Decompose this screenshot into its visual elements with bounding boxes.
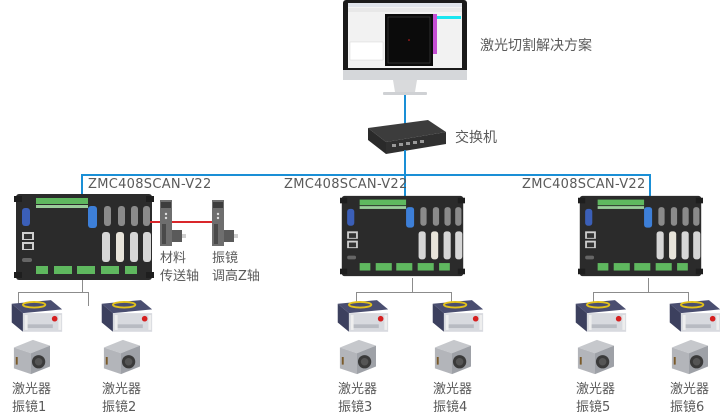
galvo-scanner-icon xyxy=(100,338,142,376)
laser-link-line xyxy=(688,292,689,306)
galvo-scanner-icon xyxy=(10,338,52,376)
network-switch xyxy=(366,118,448,158)
axis-label: 振镜 调高Z轴 xyxy=(212,251,260,284)
laser-link-line xyxy=(451,292,452,306)
axis-link-line xyxy=(150,221,220,223)
fiber-laser-icon xyxy=(666,296,720,334)
controller-model-label: ZMC408SCAN-V22 xyxy=(284,177,408,192)
laser-link-line xyxy=(82,280,83,292)
fiber-laser-icon xyxy=(98,296,154,334)
laser-link-line xyxy=(593,292,594,306)
bus-drop-3 xyxy=(649,174,651,196)
pc-monitor xyxy=(343,0,467,110)
laser-galvo-label: 激光器振镜1 xyxy=(12,382,52,415)
laser-link-line xyxy=(88,292,89,306)
fiber-laser-icon xyxy=(334,296,390,334)
laser-link-line xyxy=(412,278,413,292)
laser-galvo-label: 激光器振镜3 xyxy=(338,382,378,415)
monitor-to-switch-line xyxy=(404,95,406,125)
controller-model-label: ZMC408SCAN-V22 xyxy=(88,177,212,192)
galvo-scanner-icon xyxy=(668,338,710,376)
laser-link-line xyxy=(648,278,649,292)
solution-title: 激光切割解决方案 xyxy=(480,38,592,54)
galvo-scanner-icon xyxy=(574,338,616,376)
motion-controller xyxy=(14,192,154,282)
fiber-laser-icon xyxy=(429,296,485,334)
laser-galvo-label: 激光器振镜4 xyxy=(433,382,473,415)
laser-link-line xyxy=(18,292,89,293)
fiber-laser-icon xyxy=(8,296,64,334)
bus-drop-1 xyxy=(81,174,83,194)
galvo-scanner-icon xyxy=(336,338,378,376)
bus-drop-2 xyxy=(404,174,406,196)
switch-label: 交换机 xyxy=(455,130,497,146)
laser-galvo-label: 激光器振镜6 xyxy=(670,382,710,415)
controller-model-label: ZMC408SCAN-V22 xyxy=(522,177,646,192)
laser-galvo-label: 激光器振镜2 xyxy=(102,382,142,415)
motion-controller xyxy=(578,194,703,278)
laser-link-line xyxy=(593,292,689,293)
axis-label: 材料 传送轴 xyxy=(160,251,200,284)
laser-link-line xyxy=(356,292,452,293)
laser-galvo-label: 激光器振镜5 xyxy=(576,382,616,415)
servo-drive-icon xyxy=(210,200,240,250)
laser-link-line xyxy=(356,292,357,306)
switch-to-bus-line xyxy=(404,150,406,175)
servo-drive-icon xyxy=(158,200,188,250)
galvo-scanner-icon xyxy=(431,338,473,376)
laser-link-line xyxy=(18,292,19,306)
fiber-laser-icon xyxy=(572,296,628,334)
motion-controller xyxy=(340,194,465,278)
network-bus xyxy=(81,174,651,176)
